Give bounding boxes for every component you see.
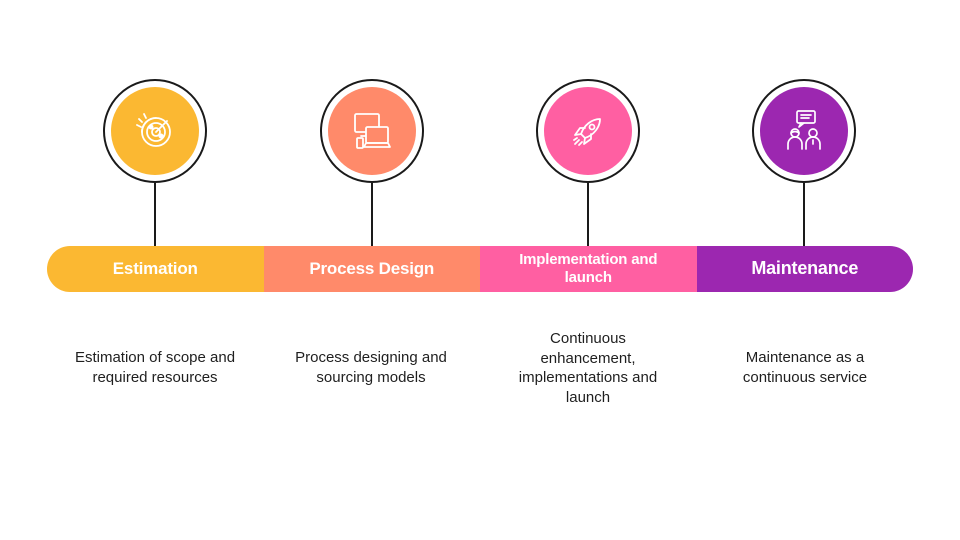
stage-2-title: Process Design bbox=[309, 258, 435, 278]
stage-4-segment: Maintenance bbox=[696, 246, 913, 292]
stage-4-title: Maintenance bbox=[751, 258, 859, 279]
stage-1-description: Estimation of scope and required resourc… bbox=[74, 349, 236, 386]
stage-3-title: Implementation and launch bbox=[519, 251, 658, 286]
stage-1-title: Estimation bbox=[112, 258, 198, 278]
stage-2-description: Process designing and sourcing models bbox=[295, 349, 447, 386]
stage-4-connector bbox=[803, 183, 805, 246]
stage-1-circle bbox=[103, 79, 207, 183]
stage-2-circle bbox=[320, 79, 424, 183]
stage-3-segment: Implementation and launch bbox=[480, 246, 697, 292]
rocket-icon bbox=[573, 118, 601, 146]
stage-2-connector bbox=[371, 183, 373, 246]
stage-1-connector bbox=[154, 183, 156, 246]
timeline-bar: Estimation Process Design Implementation… bbox=[47, 246, 913, 292]
stage-1-segment: Estimation bbox=[47, 246, 264, 292]
stage-3-description: Continuous enhancement, implementations … bbox=[518, 330, 658, 406]
stage-4-description: Maintenance as a continuous service bbox=[742, 349, 868, 386]
stage-3-circle bbox=[536, 79, 640, 183]
stage-2-segment: Process Design bbox=[263, 246, 480, 292]
stage-3-connector bbox=[587, 183, 589, 246]
support-team-icon bbox=[787, 110, 821, 150]
devices-icon bbox=[354, 113, 391, 149]
stage-4-circle bbox=[752, 79, 856, 183]
radar-chart-icon bbox=[136, 113, 171, 147]
